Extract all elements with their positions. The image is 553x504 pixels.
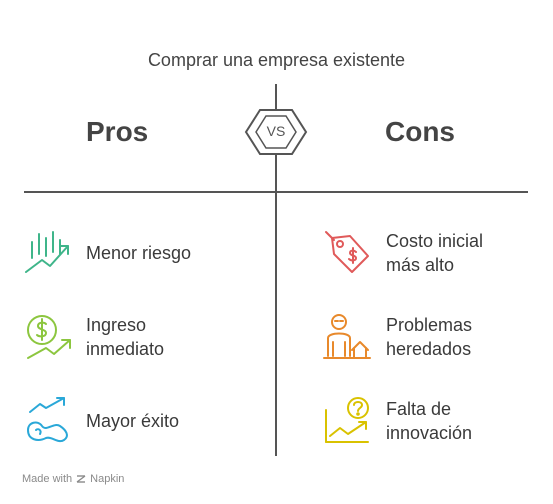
vertical-divider [275, 84, 277, 456]
item-label: más alto [386, 255, 455, 275]
item-label: Costo inicial [386, 231, 484, 251]
pros-item-ingreso-inmediato: Ingreso inmediato [86, 313, 164, 361]
chart-growth-icon [24, 228, 72, 276]
footer-brand: Napkin [90, 473, 125, 485]
pros-heading: Pros [86, 116, 149, 147]
cons-item-falta-innovacion: Falta de innovación [386, 397, 472, 445]
upward-trend-icon [24, 396, 74, 444]
pros-item-menor-riesgo: Menor riesgo [86, 241, 191, 265]
item-label: Problemas [386, 315, 473, 335]
cons-heading: Cons [385, 116, 455, 147]
question-chart-icon [322, 396, 372, 446]
item-label: Menor riesgo [86, 243, 192, 263]
cons-item-costo-inicial: Costo inicial más alto [386, 229, 483, 277]
horizontal-divider [24, 191, 528, 193]
footer-credit: Made with Napkin [22, 473, 124, 485]
item-label: heredados [386, 339, 472, 359]
item-label: Falta de [386, 399, 452, 419]
price-tag-icon [322, 228, 372, 278]
pros-item-mayor-exito: Mayor éxito [86, 409, 179, 433]
napkin-logo-icon [76, 474, 86, 484]
footer-made-with: Made with [22, 473, 73, 485]
diagram-title: Comprar una empresa existente [147, 50, 406, 70]
item-label: Mayor éxito [86, 411, 180, 431]
vs-badge: VS [244, 106, 308, 158]
dollar-arrow-icon [24, 312, 74, 362]
vs-label: VS [266, 123, 286, 139]
item-label: innovación [386, 423, 473, 443]
person-house-icon [322, 312, 372, 362]
cons-item-problemas-heredados: Problemas heredados [386, 313, 472, 361]
item-label: inmediato [86, 339, 165, 359]
item-label: Ingreso [86, 315, 147, 335]
